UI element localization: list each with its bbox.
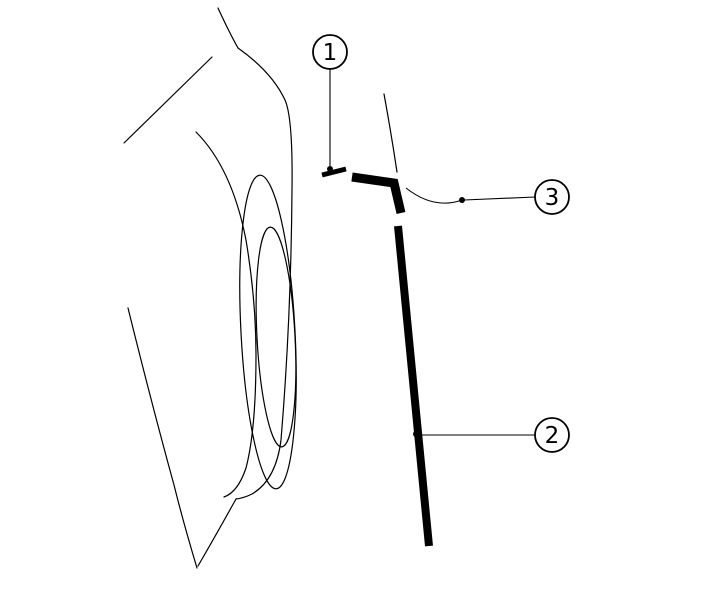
door-seam-line [383,93,398,173]
wheel-rim-ellipse [255,226,297,448]
molding-strip [394,225,433,547]
wheel-arch-line [195,131,257,498]
car-body-outline [123,7,398,569]
callout-2-label: 2 [545,423,560,449]
hood-edge-line [123,56,213,144]
callout-3-circle [534,179,570,215]
callout-3-leader [463,196,536,201]
callout-3: 3 [405,179,570,215]
callout-3-curve [405,187,463,204]
callout-3-label: 3 [545,185,560,211]
callout-1: 1 [312,34,348,172]
callout-3-dot [459,197,465,203]
callout-1-dot [327,166,333,172]
callout-1-circle [312,34,348,70]
clip-part [321,166,347,178]
lower-body-line [127,307,198,569]
tire-ellipse [239,174,297,490]
callout-2-dot [413,431,419,437]
fender-outer-edge [235,47,293,500]
callout-2: 2 [413,417,570,453]
callout-2-circle [534,417,570,453]
callout-1-label: 1 [323,40,338,66]
fender-bottom-line [197,498,237,567]
molding-parts [321,166,433,547]
molding-corner-piece [351,172,406,215]
windshield-pillar-line [217,7,239,49]
